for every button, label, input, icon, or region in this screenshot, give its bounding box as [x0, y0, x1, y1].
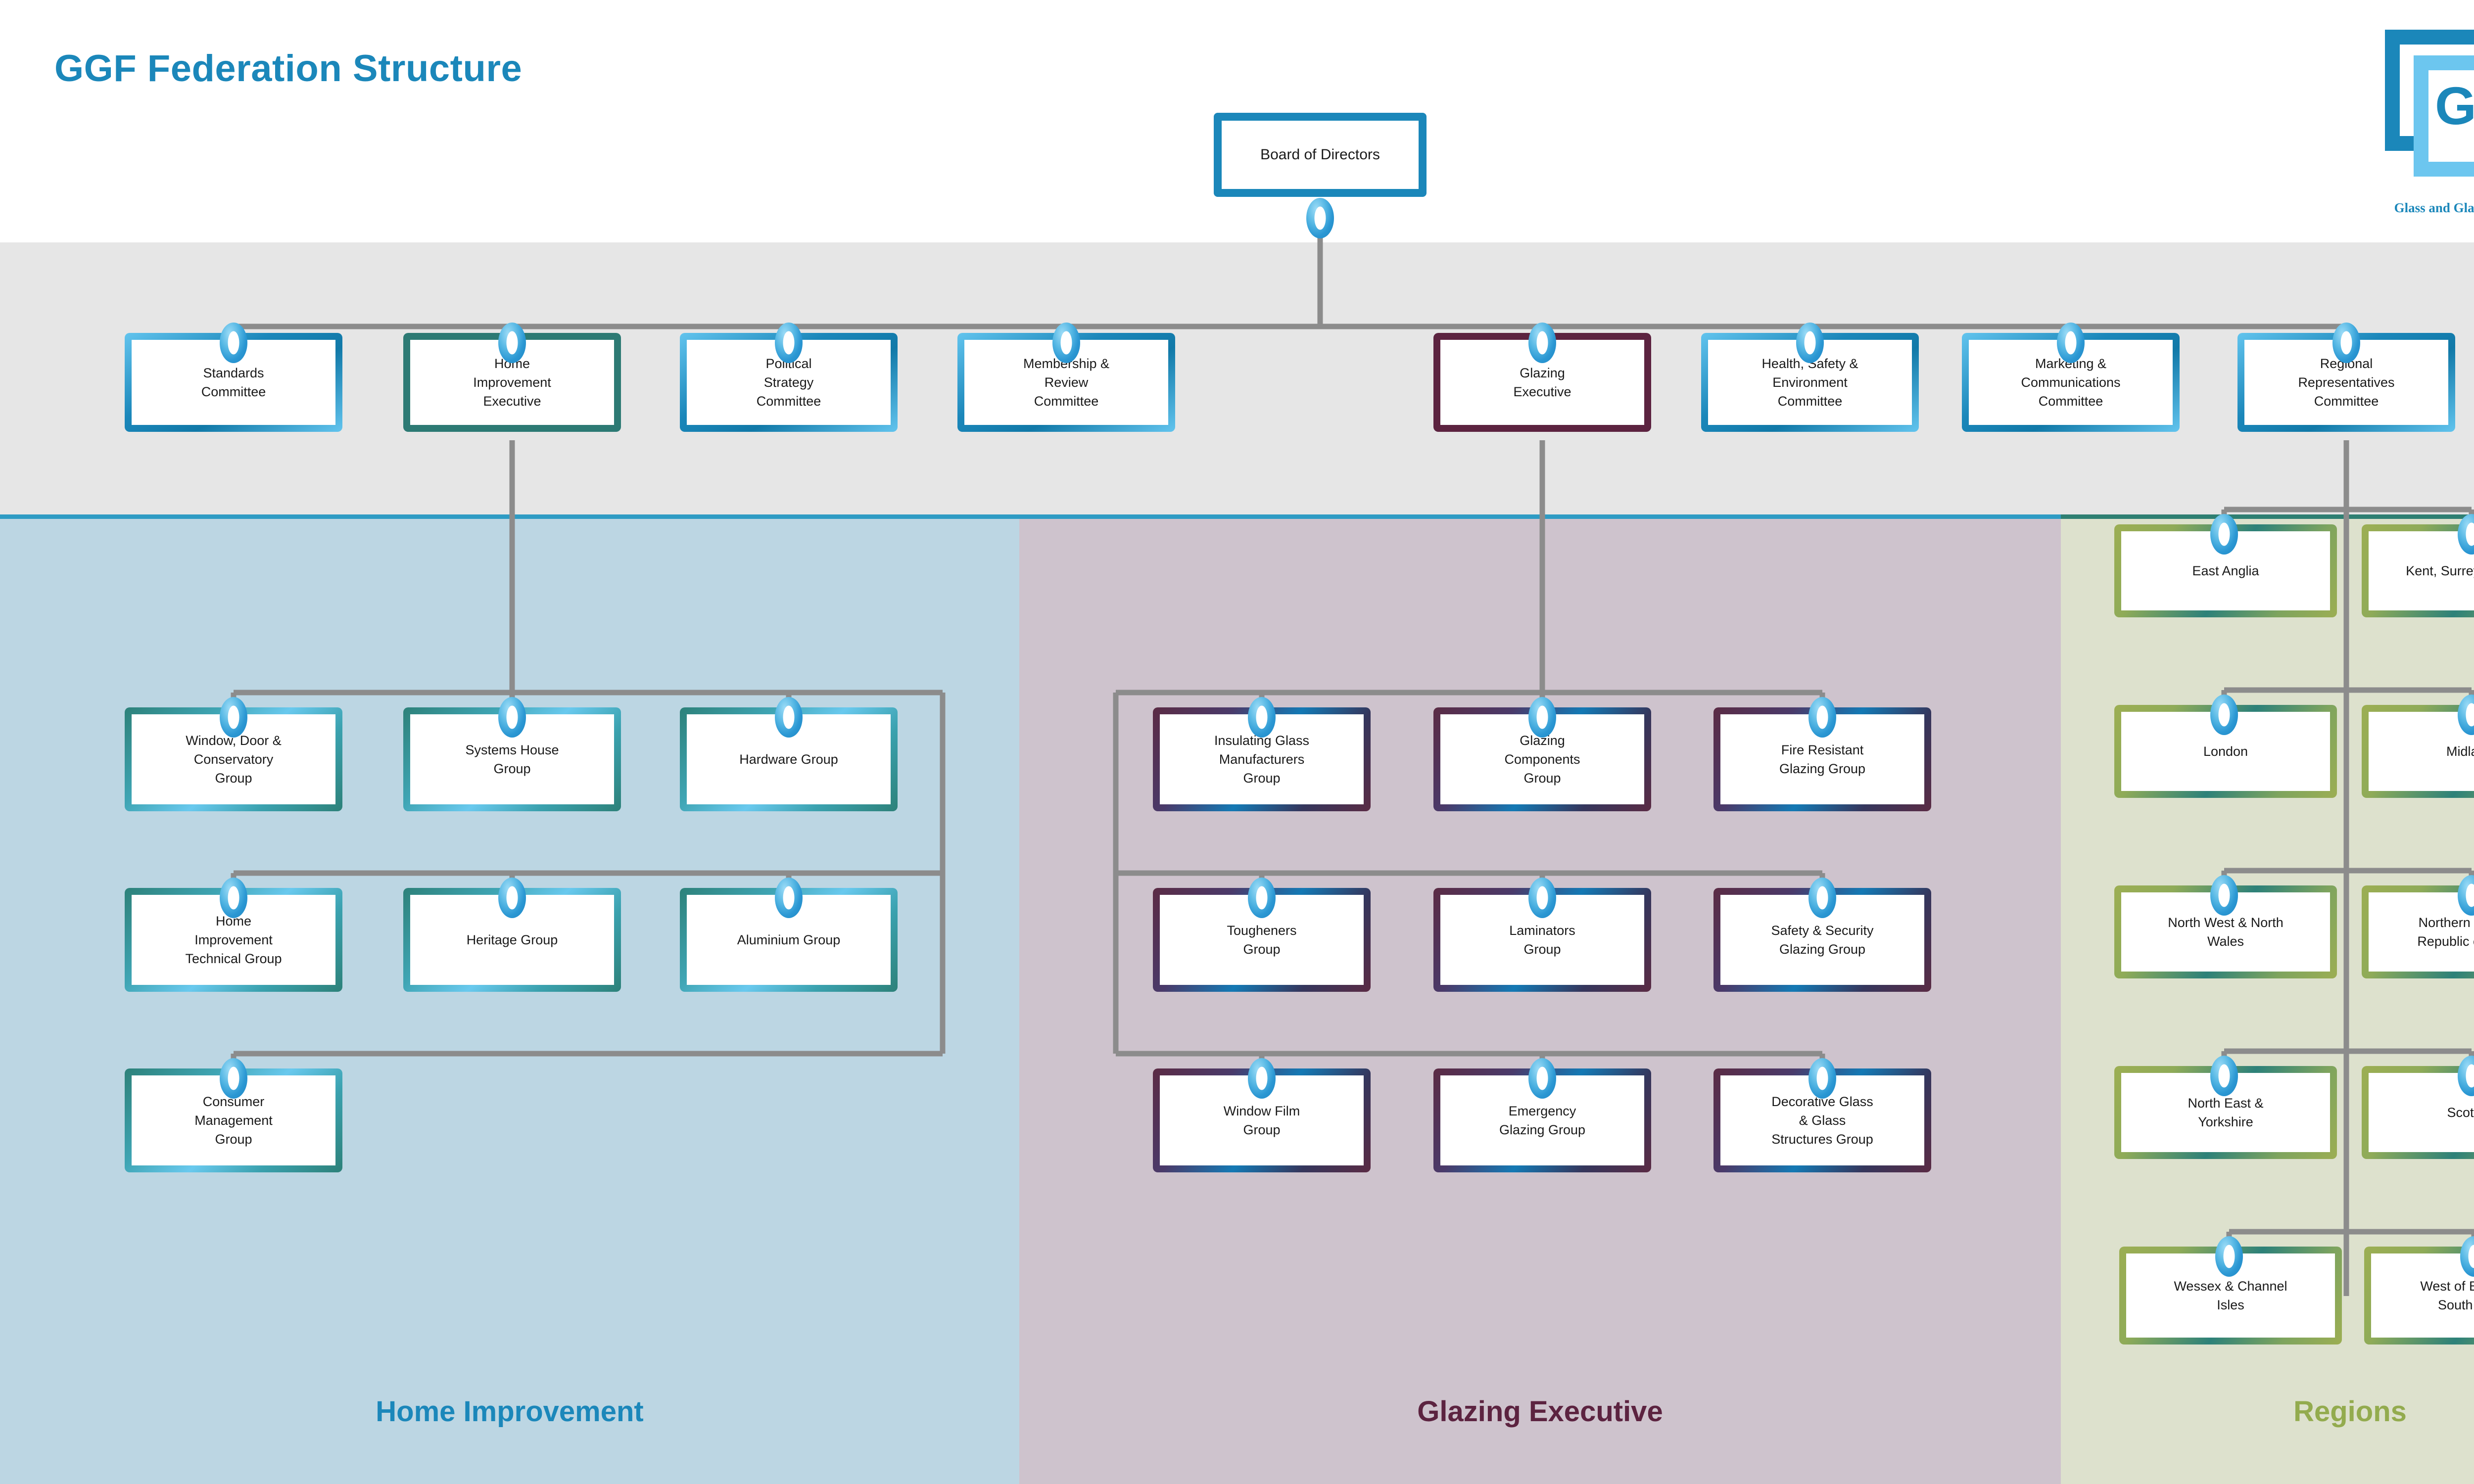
connector-bead	[498, 878, 526, 918]
logo-mark-text: GGF	[2435, 76, 2474, 136]
node-region-kent-surrey-sussex[interactable]: Kent, Surrey & Sussex	[2362, 524, 2474, 617]
connector-bead	[1052, 323, 1080, 363]
logo-inner-fill	[2428, 70, 2474, 162]
section-label-regions: Regions	[2293, 1395, 2407, 1428]
node-board-of-directors[interactable]: Board of Directors	[1214, 113, 1427, 197]
connector-bead	[498, 323, 526, 363]
connector-bead	[775, 323, 803, 363]
node-safety-security-glazing-group[interactable]: Safety & Security Glazing Group	[1713, 888, 1931, 992]
node-label: Kent, Surrey & Sussex	[2369, 531, 2474, 610]
connector-bead	[1248, 697, 1276, 738]
connector-bead	[1248, 878, 1276, 918]
node-region-scotland[interactable]: Scotland	[2362, 1066, 2474, 1159]
connector-bead	[2215, 1236, 2243, 1277]
node-label: Board of Directors	[1222, 121, 1419, 189]
ggf-logo: GGF Glass and Glazing Federation	[2380, 25, 2474, 223]
logo-caption: Glass and Glazing Federation	[2394, 200, 2474, 215]
connector-bead	[2210, 1056, 2238, 1096]
node-heritage-group[interactable]: Heritage Group	[403, 888, 621, 992]
connector-bead	[220, 323, 247, 363]
section-label-glazing-executive: Glazing Executive	[1417, 1395, 1663, 1428]
connector-bead	[1808, 1058, 1836, 1099]
node-label: Northern Ireland & Republic of Ireland	[2369, 892, 2474, 972]
connector-bead	[220, 697, 247, 738]
connector-bead	[2210, 875, 2238, 916]
connector-bead	[498, 697, 526, 738]
connector-bead	[220, 878, 247, 918]
node-label: Aluminium Group	[687, 895, 891, 985]
connector-bead	[775, 878, 803, 918]
connector-bead	[1796, 323, 1824, 363]
connector-bead	[1306, 198, 1334, 238]
connector-bead	[775, 697, 803, 738]
connector-bead	[2210, 695, 2238, 735]
node-label: Safety & Security Glazing Group	[1720, 895, 1924, 985]
node-tougheners-group[interactable]: Tougheners Group	[1153, 888, 1371, 992]
node-label: Heritage Group	[410, 895, 614, 985]
node-decorative-glass-structures-group[interactable]: Decorative Glass & Glass Structures Grou…	[1713, 1068, 1931, 1172]
connector-bead	[2332, 323, 2360, 363]
page-title: GGF Federation Structure	[54, 47, 523, 90]
node-fire-resistant-glazing-group[interactable]: Fire Resistant Glazing Group	[1713, 707, 1931, 811]
connector-bead	[1528, 323, 1556, 363]
band-home-improvement	[0, 514, 1019, 1484]
node-aluminium-group[interactable]: Aluminium Group	[680, 888, 898, 992]
node-label: Hardware Group	[687, 714, 891, 804]
node-region-midlands[interactable]: Midlands	[2362, 705, 2474, 798]
node-region-northern-ireland-republic-of-ireland[interactable]: Northern Ireland & Republic of Ireland	[2362, 885, 2474, 978]
node-label: West of England & South Wales	[2371, 1253, 2474, 1338]
connector-bead	[2210, 514, 2238, 555]
connector-bead	[1808, 697, 1836, 738]
node-label: Midlands	[2369, 712, 2474, 791]
node-region-west-of-england-south-wales[interactable]: West of England & South Wales	[2364, 1247, 2474, 1345]
connector-bead	[2057, 323, 2085, 363]
node-label: Decorative Glass & Glass Structures Grou…	[1720, 1075, 1924, 1165]
connector-bead	[1528, 1058, 1556, 1099]
logo-frame-front-icon	[2414, 55, 2474, 177]
band-glazing-executive	[1019, 514, 2061, 1484]
node-hardware-group[interactable]: Hardware Group	[680, 707, 898, 811]
section-label-home-improvement: Home Improvement	[376, 1395, 644, 1428]
node-label: Scotland	[2369, 1073, 2474, 1152]
connector-bead	[1248, 1058, 1276, 1099]
connector-bead	[1528, 878, 1556, 918]
connector-bead	[1528, 697, 1556, 738]
connector-bead	[1808, 878, 1836, 918]
connector-bead	[220, 1058, 247, 1099]
